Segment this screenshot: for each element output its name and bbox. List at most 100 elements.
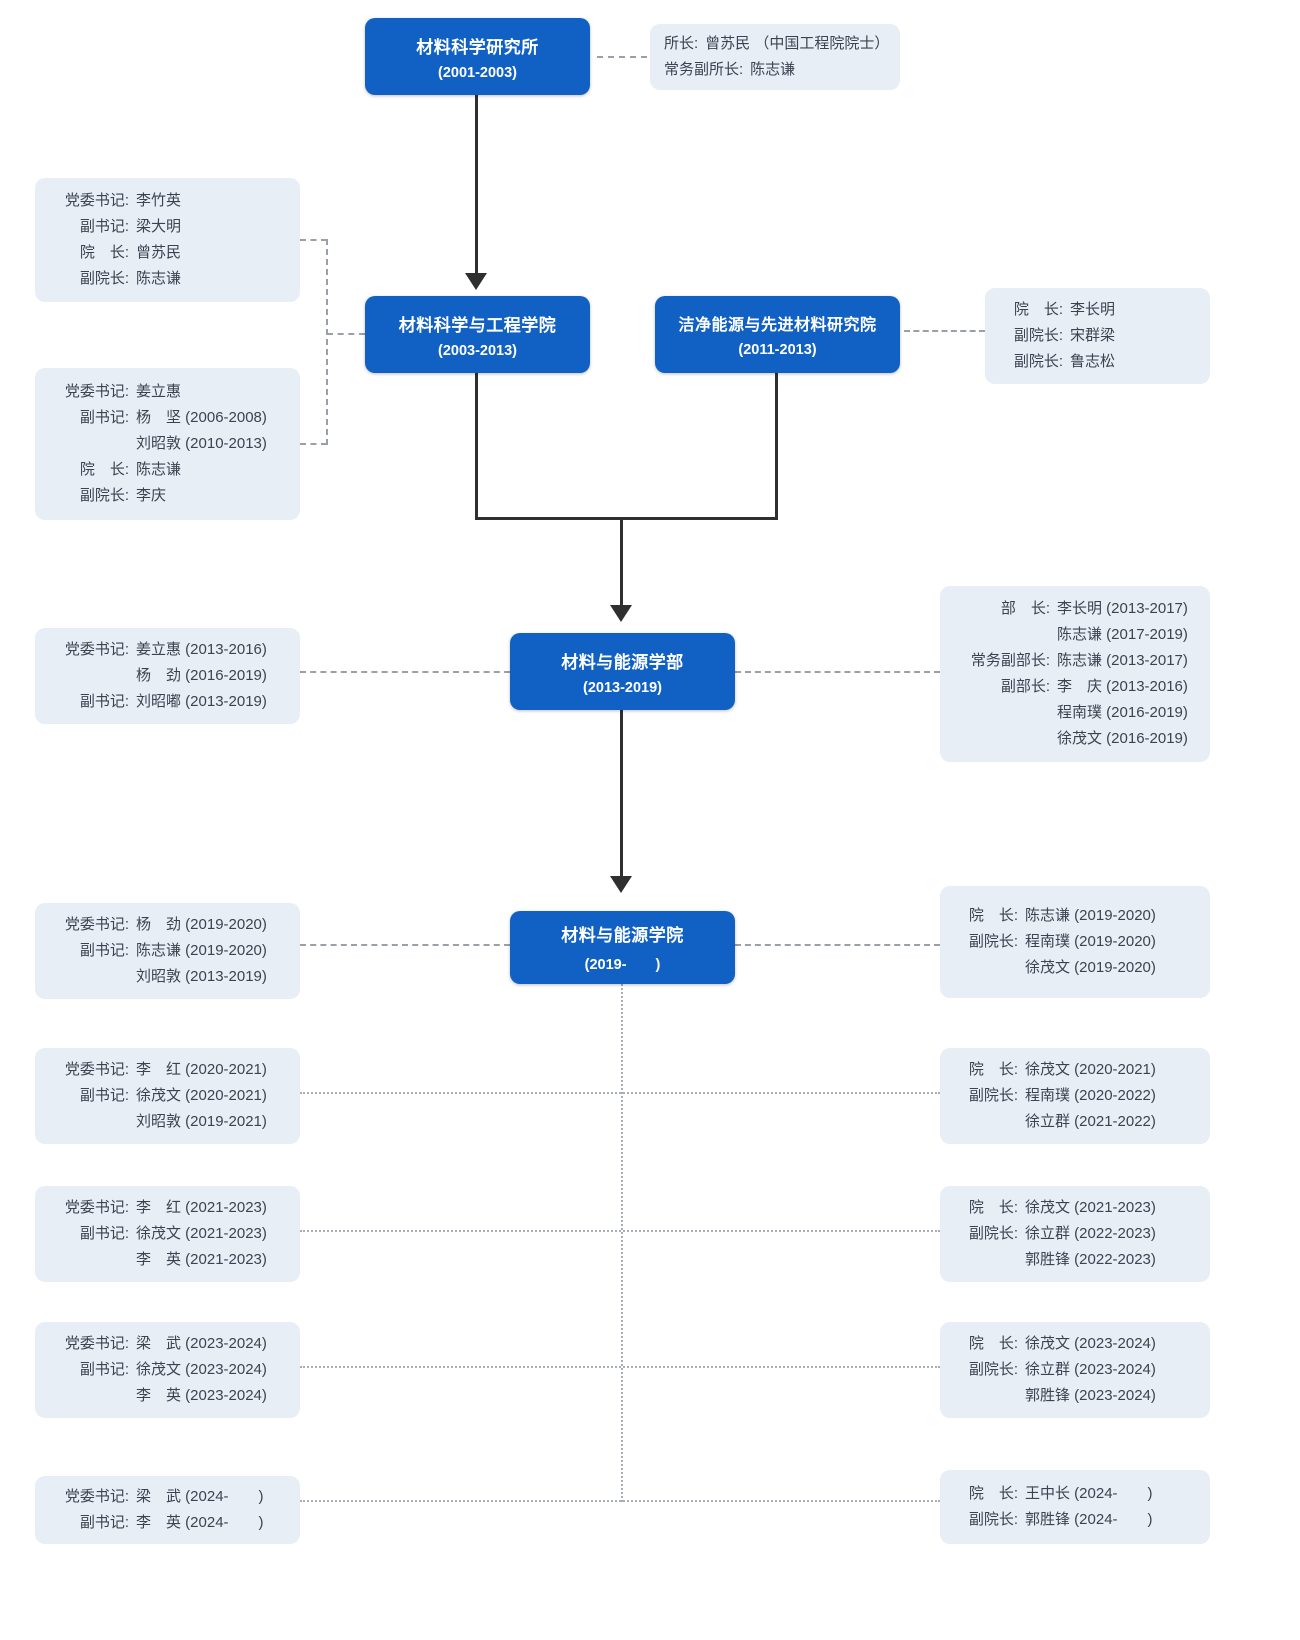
info-line-label: 所长: bbox=[664, 35, 699, 52]
node-clean-energy-2011: 洁净能源与先进材料研究院 (2011-2013) bbox=[655, 296, 900, 373]
info-box-college2019-admin: 院 长:陈志谦 (2019-2020)副院长:程南璞 (2019-2020)徐茂… bbox=[940, 886, 1210, 998]
node-college-2003: 材料科学与工程学院 (2003-2013) bbox=[365, 296, 590, 373]
node-title: 材料与能源学部 bbox=[561, 652, 684, 672]
node-institute-2001: 材料科学研究所 (2001-2003) bbox=[365, 18, 590, 95]
info-line-value: 梁大明 bbox=[136, 218, 182, 235]
info-line-value: 刘昭敦 (2019-2021) bbox=[136, 1113, 267, 1130]
info-line: 副院长:鲁志松 bbox=[999, 349, 1196, 375]
info-line: 党委书记: 李竹英 bbox=[49, 188, 286, 214]
info-line-value: 程南璞 (2020-2022) bbox=[1025, 1087, 1156, 1104]
info-line-label: 党委书记: bbox=[64, 1061, 129, 1078]
info-line-label: 副书记: bbox=[79, 1514, 129, 1531]
node-years: (2011-2013) bbox=[738, 342, 817, 358]
info-line-value: 徐立群 (2023-2024) bbox=[1025, 1361, 1156, 1378]
connector-bracket-bottom bbox=[300, 443, 327, 445]
info-line-value: 李 英 (2023-2024) bbox=[136, 1387, 267, 1404]
info-line: 院 长:陈志谦 bbox=[49, 457, 286, 483]
info-line: 刘昭敦 (2019-2021) bbox=[49, 1109, 286, 1135]
connector-timeline-vertical bbox=[621, 984, 623, 1502]
connector-bu-right bbox=[735, 671, 940, 673]
info-line-value: 徐立群 (2022-2023) bbox=[1025, 1225, 1156, 1242]
info-line-label: 院 长: bbox=[79, 244, 129, 261]
info-line-value: 陈志谦 bbox=[136, 270, 182, 287]
info-line: 副书记:李 英 (2024- ) bbox=[49, 1510, 286, 1536]
connector-institute-info bbox=[597, 56, 647, 58]
info-line-label: 党委书记: bbox=[64, 1488, 129, 1505]
info-line-value: 姜立惠 (2013-2016) bbox=[136, 641, 267, 658]
info-line-value: 陈志谦 bbox=[750, 61, 796, 78]
info-line-value: 刘昭嘟 (2013-2019) bbox=[136, 693, 267, 710]
info-line: 陈志谦 (2017-2019) bbox=[954, 622, 1196, 648]
connector-col19-right bbox=[735, 944, 940, 946]
info-line-value: 李庆 bbox=[136, 487, 167, 504]
info-line: 刘昭敦 (2013-2019) bbox=[49, 964, 286, 990]
info-line-label: 党委书记: bbox=[64, 192, 129, 209]
node-title: 材料科学研究所 bbox=[416, 37, 539, 57]
info-line-value: 杨 劲 (2019-2020) bbox=[136, 916, 267, 933]
info-line-value: 徐茂文 (2016-2019) bbox=[1057, 730, 1188, 747]
connector-bu-college bbox=[620, 710, 623, 878]
info-line-value: 杨 坚 (2006-2008) bbox=[136, 409, 267, 426]
info-line-label: 副书记: bbox=[79, 1087, 129, 1104]
info-line: 刘昭敦 (2010-2013) bbox=[49, 431, 286, 457]
info-line-value: 陈志谦 (2019-2020) bbox=[136, 942, 267, 959]
info-line-value: 姜立惠 bbox=[136, 383, 182, 400]
info-line-value: 陈志谦 (2017-2019) bbox=[1057, 626, 1188, 643]
connector-bracket-vertical bbox=[326, 239, 328, 445]
connector-row-2020 bbox=[300, 1092, 940, 1094]
arrowhead-down-icon bbox=[610, 876, 632, 893]
info-line: 部 长:李长明 (2013-2017) bbox=[954, 596, 1196, 622]
info-line: 副院长:李庆 bbox=[49, 483, 286, 509]
info-line: 徐茂文 (2016-2019) bbox=[954, 726, 1196, 752]
node-years: (2019- ) bbox=[584, 957, 661, 973]
info-line-label: 党委书记: bbox=[64, 383, 129, 400]
connector-institute-college bbox=[475, 95, 478, 275]
info-line-label: 党委书记: bbox=[64, 1335, 129, 1352]
info-box-faculty-party: 党委书记:姜立惠 (2013-2016)杨 劲 (2016-2019)副书记:刘… bbox=[35, 628, 300, 724]
info-line: 副院长:徐立群 (2022-2023) bbox=[954, 1221, 1196, 1247]
info-line-value: 徐立群 (2021-2022) bbox=[1025, 1113, 1156, 1130]
info-line-value: 陈志谦 (2019-2020) bbox=[1025, 907, 1156, 924]
node-faculty-2013: 材料与能源学部 (2013-2019) bbox=[510, 633, 735, 710]
info-line-value: 曾苏民 bbox=[136, 244, 182, 261]
connector-row-2024 bbox=[300, 1500, 940, 1502]
info-line-value: 徐茂文 (2023-2024) bbox=[1025, 1335, 1156, 1352]
info-box-college2019-party: 党委书记:杨 劲 (2019-2020)副书记:陈志谦 (2019-2020)刘… bbox=[35, 903, 300, 999]
info-line-value: 陈志谦 (2013-2017) bbox=[1057, 652, 1188, 669]
info-line-label: 副院长: bbox=[1013, 327, 1063, 344]
info-line-value: 李 英 (2021-2023) bbox=[136, 1251, 267, 1268]
info-line-value: 李竹英 bbox=[136, 192, 182, 209]
info-line: 院 长: 王中长 (2024- ) bbox=[954, 1481, 1196, 1507]
info-line-value: 程南璞 (2016-2019) bbox=[1057, 704, 1188, 721]
info-line: 副书记:刘昭嘟 (2013-2019) bbox=[49, 689, 286, 715]
info-line: 党委书记:姜立惠 (2013-2016) bbox=[49, 637, 286, 663]
info-box-college-leaders-early: 党委书记:李竹英副书记:梁大明院 长:曾苏民副院长:陈志谦 bbox=[35, 178, 300, 302]
info-line-label: 副院长: bbox=[968, 1087, 1018, 1104]
info-line-label: 院 长: bbox=[968, 1485, 1018, 1502]
info-line-value: 郭胜锋 (2023-2024) bbox=[1025, 1387, 1156, 1404]
info-line-label: 常务副部长: bbox=[970, 652, 1050, 669]
info-line: 常务副部长: 陈志谦 (2013-2017) bbox=[954, 648, 1196, 674]
node-title: 洁净能源与先进材料研究院 bbox=[678, 317, 877, 334]
info-line-value: 陈志谦 bbox=[136, 461, 182, 478]
info-line-value: 王中长 (2024- ) bbox=[1025, 1485, 1153, 1502]
info-line-value: 徐茂文 (2019-2020) bbox=[1025, 959, 1156, 976]
info-box-clean-energy-leaders: 院 长:李长明副院长:宋群梁副院长:鲁志松 bbox=[985, 288, 1210, 384]
info-line: 郭胜锋 (2022-2023) bbox=[954, 1247, 1196, 1273]
node-title: 材料与能源学院 bbox=[561, 926, 684, 945]
info-line: 党委书记:梁 武 (2024- ) bbox=[49, 1484, 286, 1510]
info-line-value: 程南璞 (2019-2020) bbox=[1025, 933, 1156, 950]
info-line: 院 长:徐茂文 (2021-2023) bbox=[954, 1195, 1196, 1221]
info-line: 副书记:梁大明 bbox=[49, 214, 286, 240]
info-line-value: 刘昭敦 (2010-2013) bbox=[136, 435, 267, 452]
node-years: (2003-2013) bbox=[438, 342, 517, 359]
info-line-label: 党委书记: bbox=[64, 916, 129, 933]
node-title: 材料科学与工程学院 bbox=[398, 315, 557, 335]
info-line-value: 梁 武 (2023-2024) bbox=[136, 1335, 267, 1352]
info-line-value: 徐茂文 (2020-2021) bbox=[136, 1087, 267, 1104]
info-line: 副书记: 徐茂文 (2020-2021) bbox=[49, 1083, 286, 1109]
connector-row-2023 bbox=[300, 1366, 940, 1368]
info-box-2020-admin: 院 长:徐茂文 (2020-2021)副院长:程南璞 (2020-2022)徐立… bbox=[940, 1048, 1210, 1144]
info-line: 副书记:徐茂文 (2021-2023) bbox=[49, 1221, 286, 1247]
